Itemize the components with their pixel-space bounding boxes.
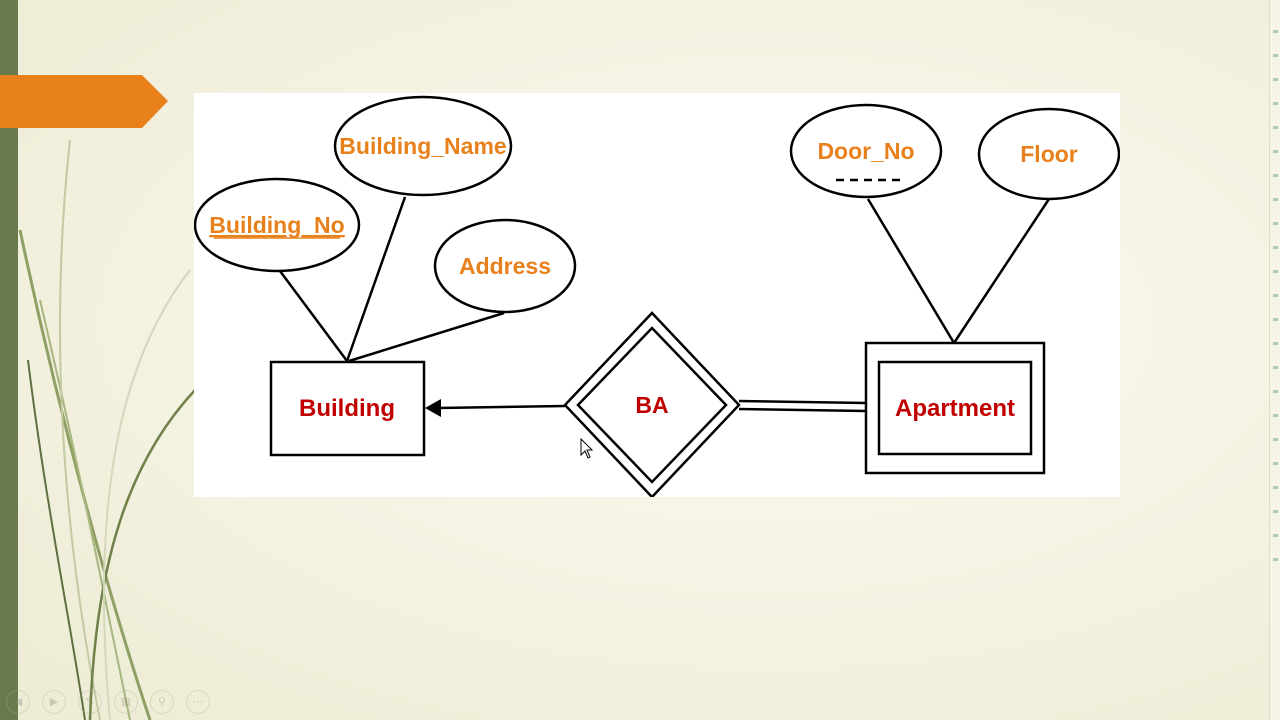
play-icon[interactable]: ▶ (42, 690, 66, 714)
mouse-cursor-icon (580, 438, 594, 459)
relationship-ba-label: BA (635, 392, 668, 418)
entity-building-label: Building (299, 395, 395, 422)
attribute-address (433, 218, 577, 314)
attribute-building-no-label: Building_No (209, 212, 344, 238)
attribute-address-label: Address (459, 253, 551, 279)
slides-icon[interactable]: ▦ (114, 690, 138, 714)
orange-title-marker (0, 75, 168, 128)
right-edge-markers (1273, 30, 1278, 570)
pen-icon[interactable]: ✎ (78, 690, 102, 714)
zoom-icon[interactable]: ⚲ (150, 690, 174, 714)
more-icon[interactable]: ⋯ (186, 690, 210, 714)
arrowhead (425, 399, 441, 417)
relationship-ba (576, 326, 728, 484)
attribute-floor-label: Floor (1020, 141, 1078, 167)
slide-left-bar (0, 0, 18, 720)
entity-apartment (877, 360, 1033, 456)
er-diagram: Building_No Building_Name Address Door_N… (194, 93, 1120, 497)
attribute-building-no (194, 177, 361, 273)
attribute-building-name-label: Building_Name (339, 133, 506, 159)
attribute-floor (977, 107, 1120, 201)
attribute-building-name (333, 95, 513, 197)
attribute-door-no-label: Door_No (817, 138, 914, 164)
entity-building (269, 360, 426, 457)
right-edge-strip (1269, 0, 1280, 720)
attribute-door-no (789, 103, 943, 199)
prev-icon[interactable]: ◀ (6, 690, 30, 714)
entity-apartment-label: Apartment (895, 395, 1015, 422)
decorative-grass-lines (18, 139, 196, 720)
slideshow-controls: ◀ ▶ ✎ ▦ ⚲ ⋯ (6, 690, 210, 714)
